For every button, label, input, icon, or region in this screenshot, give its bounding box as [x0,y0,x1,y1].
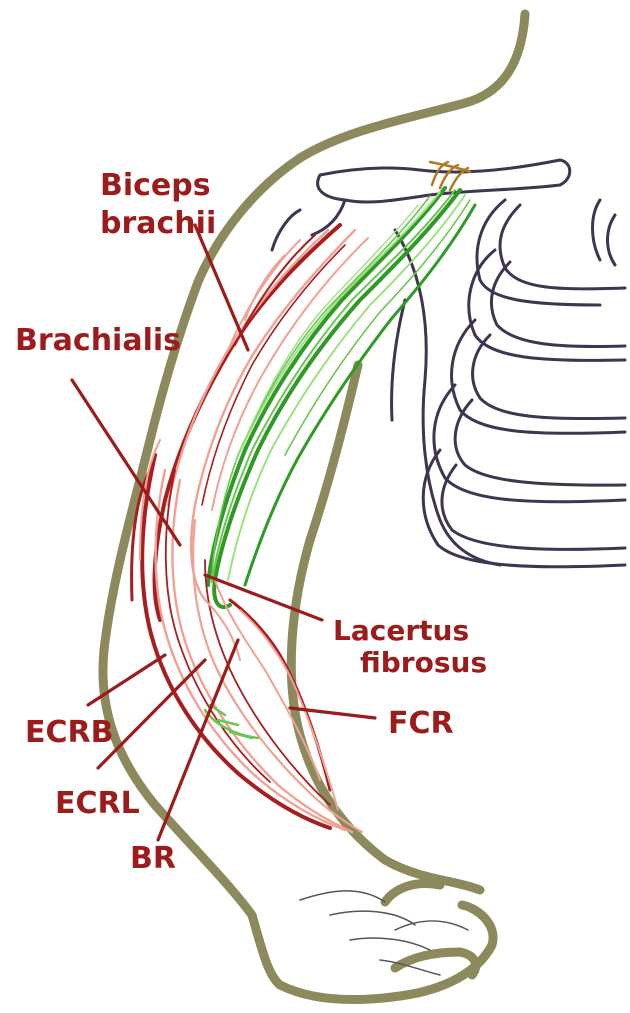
leader-fcr [290,708,375,718]
label-ecrb: ECRB [25,715,113,750]
label-ecrl: ECRL [55,786,140,821]
label-br: BR [130,841,176,876]
label-brachialis: Brachialis [15,323,181,358]
label-lacertus-line1: Lacertus [333,614,469,647]
label-lacertus-line2: fibrosus [360,646,487,679]
forearm-tendon-marks [205,705,258,738]
label-biceps-line2: brachii [100,206,216,241]
brachialis-muscle [155,225,368,620]
label-biceps-line1: Biceps [100,168,211,203]
biceps-muscle [208,188,475,607]
label-fcr: FCR [388,706,454,741]
leader-br [158,640,238,840]
tendon-attachment [430,162,470,190]
